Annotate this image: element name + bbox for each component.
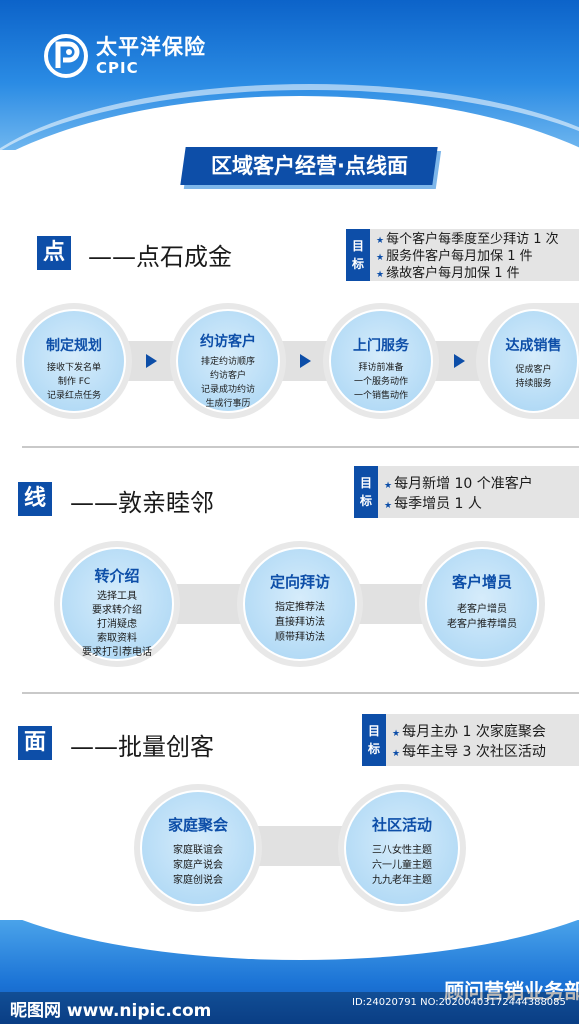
step-circle: 转介绍 选择工具 要求转介绍 打消疑虑 索取资料 要求打引荐电话	[54, 541, 180, 667]
brand-name-en: CPIC	[96, 59, 139, 77]
step-item: 家庭产说会	[173, 860, 223, 871]
header-banner	[0, 0, 579, 150]
step-item: 三八女性主题	[372, 845, 432, 856]
step-title: 定向拜访	[269, 573, 330, 591]
goal-box-point: 目标 每个客户每季度至少拜访 1 次 服务件客户每月加保 1 件 缘故客户每月加…	[346, 229, 579, 281]
brand-logo: 太平洋保险 CPIC	[44, 34, 206, 78]
goal-item: 每月新增 10 个准客户	[384, 475, 533, 495]
step-item: 选择工具	[97, 591, 137, 602]
step-item: 记录红点任务	[46, 391, 101, 401]
watermark-id: ID:24020791 NO:20200403172444388085	[352, 997, 566, 1008]
goal-label: 目标	[362, 714, 386, 766]
step-item: 指定推荐法	[275, 602, 325, 613]
section-motto-point: ——点石成金	[88, 243, 232, 271]
step-circle: 定向拜访 指定推荐法 直接拜访法 顺带拜访法	[237, 541, 363, 667]
step-item: 记录成功约访	[200, 385, 255, 395]
arrow-right-icon	[454, 354, 465, 368]
section-divider	[22, 692, 579, 694]
footer-slogan: 顾问营销业务部	[444, 979, 579, 1003]
step-title: 家庭聚会	[167, 816, 228, 834]
goal-box-surface: 目标 每月主办 1 次家庭聚会 每年主导 3 次社区活动	[362, 714, 579, 766]
step-circle: 上门服务 拜访前准备 一个服务动作 一个销售动作	[323, 303, 439, 419]
goal-label: 目标	[354, 466, 378, 518]
brand-name-cn: 太平洋保险	[96, 35, 206, 59]
goal-item: 服务件客户每月加保 1 件	[376, 249, 559, 266]
step-item: 顺带拜访法	[275, 632, 325, 643]
section-divider	[22, 446, 579, 448]
step-circle: 社区活动 三八女性主题 六一儿童主题 九九老年主题	[338, 784, 466, 912]
step-item: 九九老年主题	[372, 875, 432, 886]
step-item: 排定约访顺序	[200, 357, 255, 367]
goal-item: 每年主导 3 次社区活动	[392, 743, 546, 763]
goal-list: 每月主办 1 次家庭聚会 每年主导 3 次社区活动	[386, 714, 552, 766]
step-item: 促成客户	[515, 365, 552, 375]
arrow-right-icon	[300, 354, 311, 368]
step-item: 家庭创说会	[173, 875, 223, 886]
step-item: 约访客户	[209, 371, 246, 381]
goal-item: 每个客户每季度至少拜访 1 次	[376, 232, 559, 249]
goal-item: 每月主办 1 次家庭聚会	[392, 723, 546, 743]
footer-wave	[0, 920, 579, 960]
footer-banner	[0, 920, 579, 1024]
watermark-site: 昵图网 www.nipic.com	[10, 1001, 212, 1021]
section-motto-surface: ——批量创客	[70, 733, 214, 761]
step-item: 索取资料	[97, 633, 137, 644]
section-tag-line: 线	[18, 482, 52, 516]
step-item: 要求打引荐电话	[82, 647, 152, 658]
step-item: 老客户增员	[457, 604, 507, 615]
step-circle: 达成销售 促成客户 持续服务	[476, 303, 579, 419]
step-title: 制定规划	[46, 338, 102, 354]
step-circle: 制定规划 接收下发名单 制作 FC 记录红点任务	[16, 303, 132, 419]
step-item: 家庭联谊会	[173, 845, 223, 856]
step-title: 客户增员	[451, 573, 512, 591]
goal-list: 每个客户每季度至少拜访 1 次 服务件客户每月加保 1 件 缘故客户每月加保 1…	[370, 229, 565, 281]
banner-wave-line	[0, 84, 579, 150]
goal-label: 目标	[346, 229, 370, 281]
step-item: 一个销售动作	[353, 391, 408, 401]
section-tag-point: 点	[37, 236, 71, 270]
goal-item: 缘故客户每月加保 1 件	[376, 266, 559, 283]
step-circle: 家庭聚会 家庭联谊会 家庭产说会 家庭创说会	[134, 784, 262, 912]
step-item: 老客户推荐增员	[447, 619, 517, 630]
step-circle: 约访客户 排定约访顺序 约访客户 记录成功约访 生成行事历	[170, 303, 286, 419]
goal-box-line: 目标 每月新增 10 个准客户 每季增员 1 人	[354, 466, 579, 518]
step-item: 直接拜访法	[275, 617, 325, 628]
step-item: 打消疑虑	[97, 619, 137, 630]
step-item: 要求转介绍	[92, 605, 142, 616]
step-title: 社区活动	[371, 816, 432, 834]
step-item: 接收下发名单	[46, 363, 101, 373]
step-item: 拜访前准备	[358, 363, 404, 373]
goal-list: 每月新增 10 个准客户 每季增员 1 人	[378, 466, 539, 518]
step-title: 约访客户	[200, 334, 256, 350]
step-title: 上门服务	[353, 338, 409, 354]
step-circle: 客户增员 老客户增员 老客户推荐增员	[419, 541, 545, 667]
step-item: 制作 FC	[57, 377, 91, 387]
step-item: 生成行事历	[205, 399, 251, 409]
watermark-bar	[0, 992, 579, 1024]
arrow-right-icon	[146, 354, 157, 368]
cpic-logo-icon	[44, 34, 88, 78]
step-item: 六一儿童主题	[372, 860, 432, 871]
section-motto-line: ——敦亲睦邻	[70, 489, 214, 517]
step-item: 一个服务动作	[353, 377, 408, 387]
step-item: 持续服务	[515, 379, 552, 389]
step-title: 转介绍	[94, 567, 140, 585]
goal-item: 每季增员 1 人	[384, 495, 533, 515]
page-title: 区域客户经营·点线面	[180, 147, 438, 185]
step-title: 达成销售	[505, 338, 562, 354]
section-tag-surface: 面	[18, 726, 52, 760]
